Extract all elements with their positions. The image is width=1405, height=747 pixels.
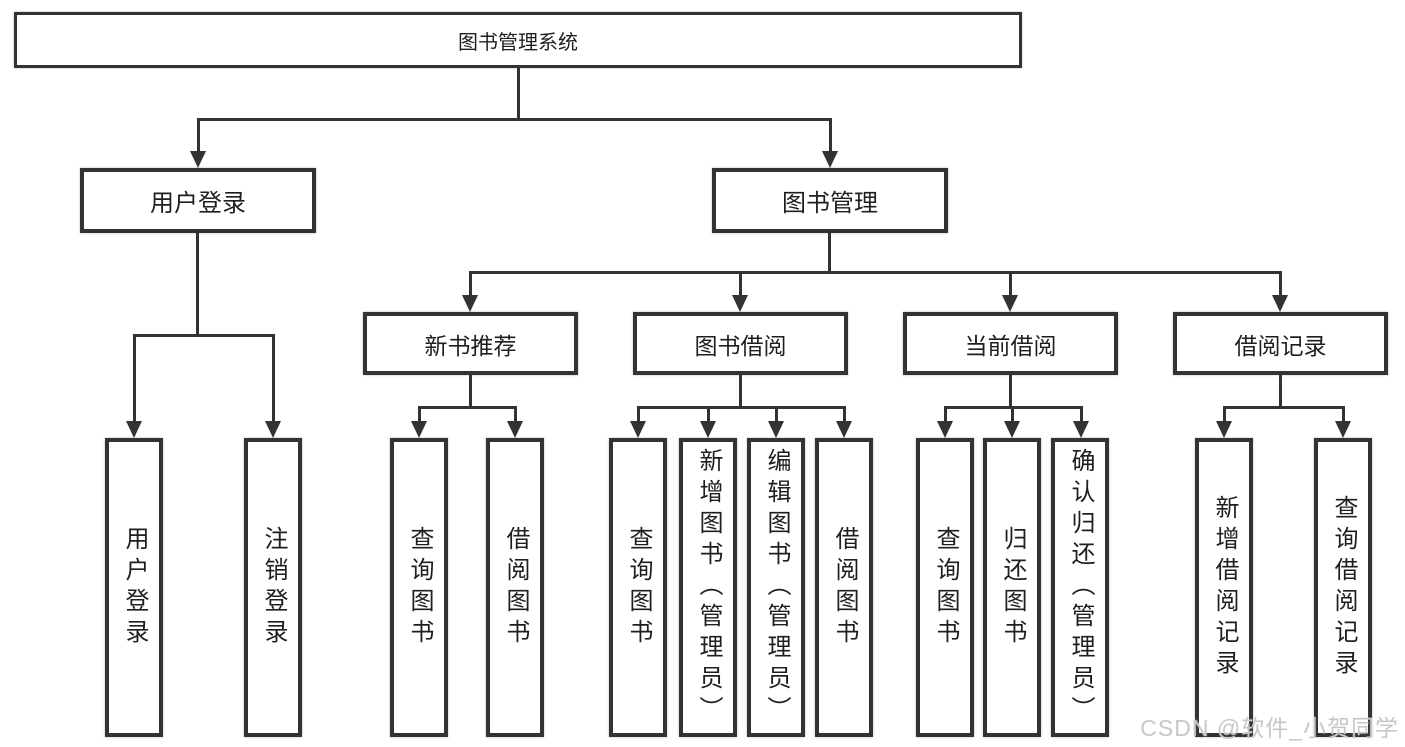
arrow-down-icon [126,421,142,438]
arrow-down-icon [507,421,523,438]
node-label: 新书推荐 [424,332,517,359]
connector-line [637,406,846,409]
connector-line [469,271,1282,274]
connector-line [843,406,846,423]
leaf-query-book-current: 查询图书 [916,438,974,737]
connector-line [944,406,947,423]
leaf-label: 确认归还（管理员） [1067,448,1094,727]
connector-line [418,406,421,423]
leaf-logout: 注销登录 [244,438,302,737]
arrow-down-icon [937,421,953,438]
arrow-down-icon [1335,421,1351,438]
connector-line [1011,406,1014,423]
node-new-book-recommendation: 新书推荐 [363,312,578,375]
arrow-down-icon [768,421,784,438]
connector-line [739,375,742,409]
arrow-down-icon [732,295,748,312]
connector-line [272,334,275,423]
leaf-label: 查询图书 [625,525,652,650]
leaf-label: 新增图书（管理员） [695,448,722,727]
node-book-management: 图书管理 [712,168,948,233]
leaf-label: 编辑图书（管理员） [763,448,790,727]
connector-line [133,334,275,337]
connector-line [469,271,472,297]
leaf-confirm-return-admin: 确认归还（管理员） [1051,438,1109,737]
arrow-down-icon [1002,295,1018,312]
connector-line [739,271,742,297]
arrow-down-icon [1073,421,1089,438]
leaf-label: 查询图书 [406,525,433,650]
connector-line [1009,271,1012,297]
leaf-query-borrow-record: 查询借阅记录 [1314,438,1372,737]
node-book-borrowing: 图书借阅 [633,312,848,375]
leaf-return-book: 归还图书 [983,438,1041,737]
connector-line [828,233,831,274]
connector-line [1342,406,1345,423]
leaf-label: 新增借阅记录 [1211,494,1238,681]
connector-line [514,406,517,423]
leaf-borrow-book: 借阅图书 [815,438,873,737]
connector-line [197,118,200,154]
csdn-watermark: CSDN @软件_小贺同学 [1140,715,1399,741]
node-user-login: 用户登录 [80,168,316,233]
connector-line [707,406,710,423]
connector-line [196,233,199,337]
connector-line [418,406,517,409]
connector-line [517,68,520,120]
arrow-down-icon [190,151,206,168]
leaf-label: 用户登录 [121,525,148,650]
node-borrowing-records: 借阅记录 [1173,312,1388,375]
node-label: 图书管理系统 [458,31,578,54]
node-label: 当前借阅 [964,332,1057,359]
leaf-query-book-borrow: 查询图书 [609,438,667,737]
node-label: 借阅记录 [1234,332,1327,359]
connector-line [829,118,832,154]
leaf-edit-book-admin: 编辑图书（管理员） [747,438,805,737]
arrow-down-icon [630,421,646,438]
arrow-down-icon [1272,295,1288,312]
connector-line [197,118,831,121]
node-current-borrowing: 当前借阅 [903,312,1118,375]
leaf-label: 注销登录 [260,525,287,650]
arrow-down-icon [462,295,478,312]
connector-line [1279,271,1282,297]
node-label: 用户登录 [150,190,246,217]
connector-line [775,406,778,423]
node-label: 图书管理 [782,190,878,217]
arrow-down-icon [1004,421,1020,438]
leaf-query-book-recommend: 查询图书 [390,438,448,737]
connector-line [1223,406,1226,423]
connector-line [1279,375,1282,409]
connector-line [1223,406,1345,409]
connector-line [133,334,136,423]
arrow-down-icon [265,421,281,438]
leaf-label: 查询图书 [932,525,959,650]
node-label: 图书借阅 [694,332,787,359]
connector-line [637,406,640,423]
arrow-down-icon [822,151,838,168]
connector-line [1009,375,1012,409]
connector-line [469,375,472,409]
connector-line [1080,406,1083,423]
leaf-label: 借阅图书 [831,525,858,650]
leaf-borrow-book-recommend: 借阅图书 [486,438,544,737]
leaf-add-borrow-record: 新增借阅记录 [1195,438,1253,737]
arrow-down-icon [411,421,427,438]
leaf-label: 查询借阅记录 [1330,494,1357,681]
arrow-down-icon [700,421,716,438]
arrow-down-icon [836,421,852,438]
node-library-management-system: 图书管理系统 [14,12,1022,68]
leaf-user-login: 用户登录 [105,438,163,737]
leaf-label: 归还图书 [999,525,1026,650]
arrow-down-icon [1216,421,1232,438]
leaf-label: 借阅图书 [502,525,529,650]
leaf-add-book-admin: 新增图书（管理员） [679,438,737,737]
